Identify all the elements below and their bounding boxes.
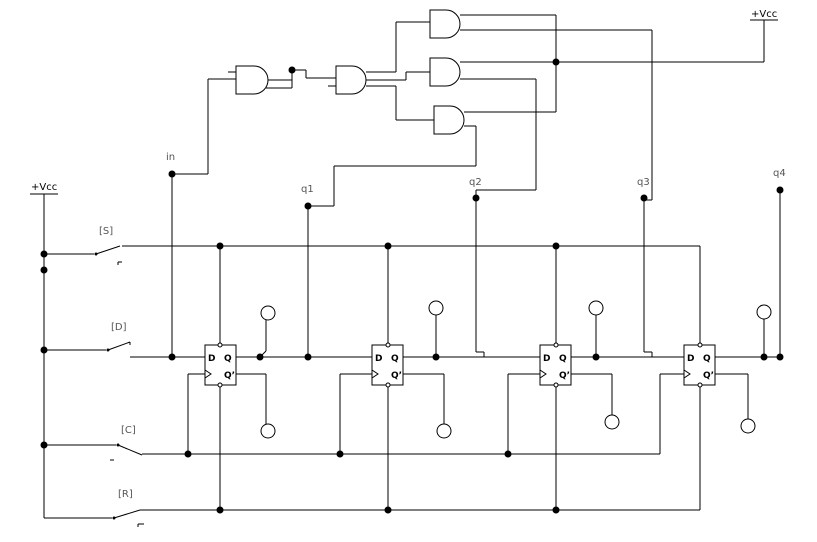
ff2-pin-d: D xyxy=(375,354,382,364)
switch-r[interactable]: [R] xyxy=(44,489,700,527)
switch-c[interactable]: [C] xyxy=(44,425,660,461)
supply-left-label: +Vcc xyxy=(31,182,57,193)
ff4-qbar-probe xyxy=(740,418,756,434)
input-in-label: in xyxy=(166,152,175,163)
ff1-pin-q: Q xyxy=(224,354,232,364)
output-q4-label: q4 xyxy=(773,168,786,179)
ff2-qbar-probe xyxy=(436,423,452,439)
switch-s-label: [S] xyxy=(99,226,113,237)
ff4-pin-q: Q xyxy=(703,354,711,364)
ff2-q-probe xyxy=(428,300,444,316)
ff3-q-probe xyxy=(588,300,604,316)
gate-4 xyxy=(405,57,764,87)
ff1-q-probe xyxy=(260,305,276,321)
switch-s[interactable]: [S] xyxy=(44,226,700,265)
switch-d[interactable]: [D] xyxy=(44,322,206,358)
switch-d-label: [D] xyxy=(111,322,127,333)
gate-1 xyxy=(228,65,336,95)
feedback-wires xyxy=(308,15,653,207)
left-supply-rail: +Vcc xyxy=(30,182,58,518)
output-q1[interactable]: q1 xyxy=(301,184,314,361)
output-q2-label: q2 xyxy=(469,177,482,188)
supply-right-label: +Vcc xyxy=(751,9,777,20)
ff3-qbar-probe xyxy=(604,414,620,430)
flipflop-1: D Q Q’ xyxy=(184,242,372,514)
ff1-pin-qbar: Q’ xyxy=(224,371,235,381)
ff2-pin-qbar: Q’ xyxy=(391,371,402,381)
ff4-pin-qbar: Q’ xyxy=(703,371,714,381)
ff3-pin-d: D xyxy=(543,354,550,364)
ff2-pin-q: Q xyxy=(391,354,399,364)
ff1-pin-d: D xyxy=(208,354,215,364)
ff1-qbar-probe xyxy=(260,423,276,439)
output-q1-label: q1 xyxy=(301,184,314,195)
flipflop-2: D Q Q’ xyxy=(336,242,540,514)
output-q3[interactable]: q3 xyxy=(637,177,653,357)
ff4-pin-d: D xyxy=(687,354,694,364)
flipflop-3: D Q Q’ xyxy=(504,242,684,514)
ff4-q-probe xyxy=(756,304,772,320)
output-q2[interactable]: q2 xyxy=(469,177,485,357)
ff3-pin-qbar: Q’ xyxy=(559,371,570,381)
gate-5 xyxy=(395,86,556,135)
output-q3-label: q3 xyxy=(637,177,650,188)
input-in[interactable]: in xyxy=(166,78,236,361)
gate-2 xyxy=(328,65,406,95)
switch-c-label: [C] xyxy=(121,425,136,436)
switch-r-label: [R] xyxy=(118,489,133,500)
flipflop-4: D Q Q’ xyxy=(659,246,784,510)
ff3-pin-q: Q xyxy=(559,354,567,364)
output-q4[interactable]: q4 xyxy=(773,168,786,357)
right-supply: +Vcc xyxy=(750,9,778,62)
